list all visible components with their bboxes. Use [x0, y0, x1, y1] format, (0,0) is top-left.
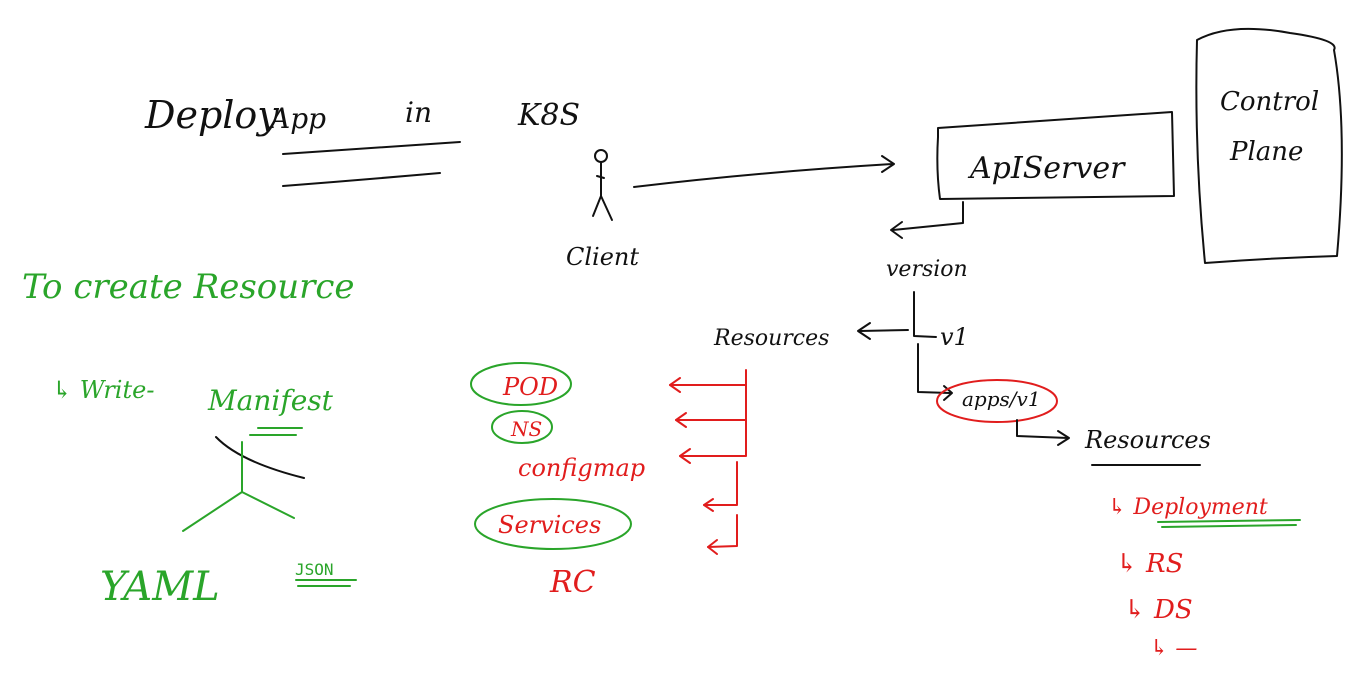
title-app: App: [267, 102, 326, 135]
services-circle: [474, 498, 632, 550]
arrowhead-version: [890, 221, 903, 239]
red-bracket-arrows: [669, 369, 747, 555]
manifest-strike-line: [215, 436, 305, 479]
fork-left: [182, 491, 243, 532]
resources-right-label: Resources: [1084, 426, 1211, 454]
apps-resource-rs: ↳ RS: [1116, 549, 1183, 579]
resources-left-label: Resources: [713, 326, 829, 351]
title-underline-2: [282, 172, 441, 187]
apps-v1-label: apps/v1: [962, 387, 1041, 411]
resource-configmap: configmap: [518, 454, 645, 482]
apps-resource-deployment: ↳ Deployment: [1108, 495, 1268, 520]
title-in: in: [405, 96, 432, 129]
fork-right: [241, 491, 295, 519]
control-plane-line1: Control: [1220, 87, 1319, 117]
apiserver-box: [936, 111, 1175, 200]
title-underline-1: [282, 141, 461, 155]
version-to-v1-line: [913, 291, 937, 338]
apiserver-to-version-line: [892, 201, 964, 231]
apiserver-label: ApIServer: [967, 151, 1126, 186]
apps-to-resources-line: [1016, 419, 1069, 439]
arrowhead-resources-left: [857, 322, 871, 340]
resource-rc: RC: [549, 565, 596, 600]
v1-to-resources-line: [859, 329, 909, 332]
manifest-label: Manifest: [207, 384, 334, 417]
arrowhead-apps: [943, 385, 953, 401]
title-deploy: Deploy: [144, 93, 279, 137]
yaml-label: YAML: [100, 564, 220, 610]
client-to-apiserver-arrow: [633, 163, 894, 188]
resource-pod: POD: [502, 373, 558, 401]
title-k8s: K8S: [517, 98, 580, 133]
deployment-underline-1: [1157, 519, 1301, 523]
client-figure: [592, 149, 613, 221]
apps-resource-more: ↳ —: [1150, 636, 1197, 661]
arrowhead-resources-right: [1057, 430, 1070, 446]
client-label: Client: [566, 243, 639, 271]
apps-v1-circle: [936, 379, 1058, 423]
ns-circle: [491, 410, 553, 444]
to-create-resource-heading: To create Resource: [22, 267, 355, 307]
resource-services: Services: [498, 511, 601, 539]
write-prefix: ↳ Write-: [52, 376, 154, 404]
apps-resource-ds: ↳ DS: [1124, 595, 1193, 625]
resource-ns: NS: [510, 417, 542, 441]
pod-circle: [470, 362, 572, 406]
deployment-underline-2: [1161, 524, 1297, 528]
arrowhead-apiserver: [881, 155, 895, 173]
v1-label: v1: [940, 323, 969, 351]
version-label: version: [886, 257, 968, 282]
control-plane-line2: Plane: [1229, 137, 1303, 167]
v1-to-apps-line: [917, 343, 951, 394]
control-plane-box: [1195, 27, 1343, 264]
json-label: JSON: [295, 560, 334, 579]
